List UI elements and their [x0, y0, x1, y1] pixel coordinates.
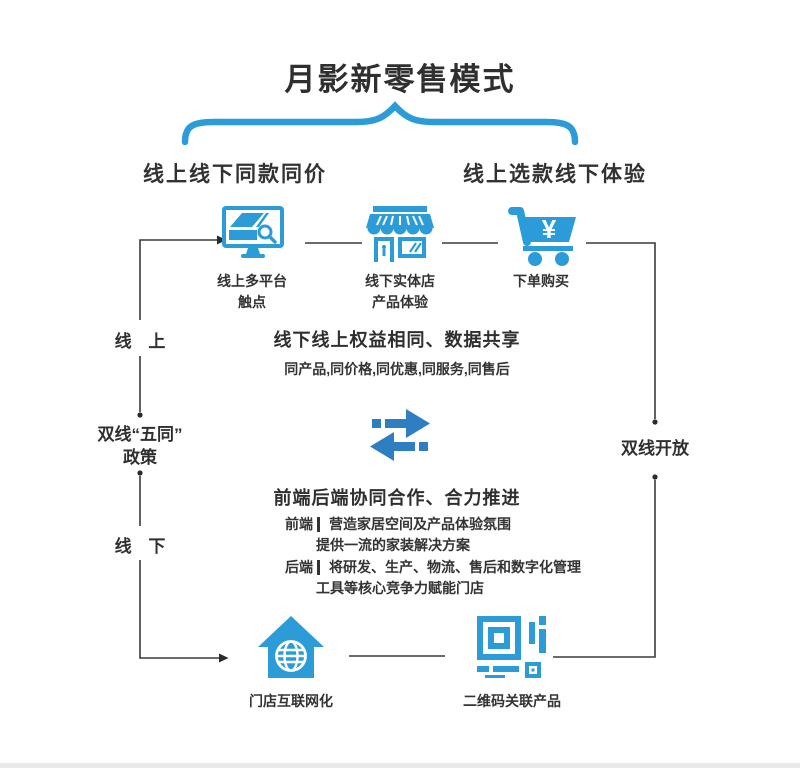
header-online-offline-same-price: 线上线下同款同价 — [143, 163, 327, 186]
label-dual-line-open: 双线开放 — [621, 439, 689, 458]
divider-bar — [317, 559, 320, 575]
brace-shape — [181, 101, 579, 146]
header-online-select-offline-experience: 线上选款线下体验 — [463, 163, 647, 186]
label-online-rail: 线 上 — [114, 332, 172, 351]
collab-front-line2: 提供一流的家装解决方案 — [316, 537, 470, 553]
label-store-internet: 门店互联网化 — [249, 693, 333, 709]
label-dual-line-policy: 双线“五同” 政策 — [97, 425, 183, 467]
bottom-edge — [0, 763, 800, 768]
house-globe-icon — [257, 616, 325, 680]
cart-yen-icon: ¥ — [506, 205, 582, 267]
storefront-icon — [366, 206, 434, 262]
qr-code-icon — [477, 616, 547, 678]
label-qr-linked-products: 二维码关联产品 — [463, 693, 561, 709]
data-exchange-arrows-icon — [368, 408, 432, 462]
front-prefix: 前端 — [285, 516, 313, 532]
label-offline-store: 线下实体店 产品体验 — [365, 273, 435, 310]
collab-back-line1: 后端 将研发、生产、物流、售后和数字化管理 — [285, 559, 581, 575]
divider-bar — [317, 516, 320, 532]
benefits-subtitle: 同产品,同价格,同优惠,同服务,同售后 — [284, 361, 510, 377]
collaboration-title: 前端后端协同合作、合力推进 — [273, 488, 521, 508]
benefits-title: 线下线上权益相同、数据共享 — [273, 330, 521, 350]
yen-symbol: ¥ — [542, 214, 557, 244]
label-place-order: 下单购买 — [513, 273, 569, 289]
label-online-platforms: 线上多平台 触点 — [217, 273, 287, 310]
collab-back-line2: 工具等核心竞争力赋能门店 — [316, 580, 484, 596]
back-prefix: 后端 — [285, 559, 313, 575]
collab-front-line1: 前端 营造家居空间及产品体验氛围 — [285, 516, 511, 532]
label-offline-rail: 线 下 — [114, 537, 172, 556]
monitor-search-icon — [222, 206, 284, 260]
page-title: 月影新零售模式 — [284, 62, 516, 97]
